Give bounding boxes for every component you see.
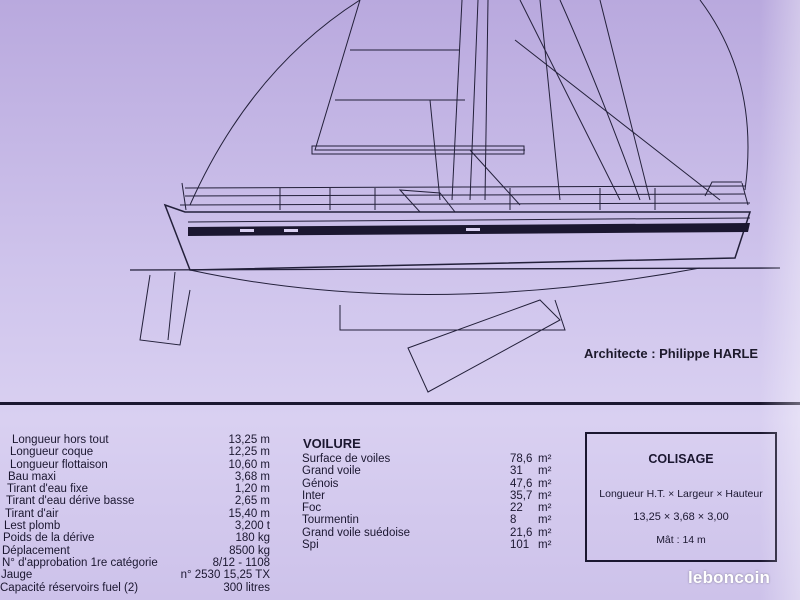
spec-value: 3,68 m [234,470,270,483]
spec-value: 8500 kg [229,544,270,557]
sail-value: 101 [510,539,530,552]
architect-caption: Architecte : Philippe HARLE [584,346,759,361]
sail-unit: m² [538,453,552,465]
sail-unit: m² [538,539,552,552]
spec-label: N° d'approbation 1re catégorie [2,556,158,569]
sail-row: Grand voile 31 m² [302,465,557,477]
sail-row: Spi 101 m² [302,539,557,551]
sail-label: Génois [302,477,339,490]
spec-label: Tirant d'eau dérive basse [6,495,135,508]
page-shadow [760,0,800,600]
sail-label: Surface de voiles [302,453,391,465]
spec-row: Jauge n° 2530 15,25 TX [0,569,270,581]
spec-row: Longueur hors tout 13,25 m [0,434,270,446]
spec-value: 300 litres [223,581,270,594]
sail-value: 31 [510,465,523,478]
sail-row: Grand voile suédoise 21,6 m² [302,527,557,539]
sail-unit: m² [538,477,552,490]
sail-label: Tourmentin [302,514,359,527]
sail-label: Grand voile suédoise [302,526,411,539]
spec-value: 13,25 m [228,434,270,446]
spec-value: 8/12 - 1108 [212,556,270,569]
spec-label: Longueur coque [10,446,94,459]
colisage-title: COLISAGE [648,452,714,466]
spec-row: Poids de la dérive 180 kg [0,532,270,544]
sail-label: Inter [302,489,326,502]
sail-row: Surface de voiles 78,6 m² [302,453,557,465]
sail-row: Inter 35,7 m² [302,490,557,502]
spec-label: Tirant d'air [5,507,59,520]
colisage-dims-value: 13,25 × 3,68 × 3,00 [633,511,729,523]
spec-row: Déplacement 8500 kg [0,545,270,557]
sail-value: 8 [510,514,517,527]
sail-value: 22 [510,502,523,515]
sail-unit: m² [538,465,552,478]
sail-unit: m² [538,489,552,502]
spec-value: 180 kg [235,532,270,545]
spec-row: Longueur coque 12,25 m [0,446,270,458]
spec-value: 10,60 m [228,458,270,471]
sail-value: 47,6 [510,477,533,490]
colisage-dims-label: Longueur H.T. × Largeur × Hauteur [599,488,763,500]
spec-row: N° d'approbation 1re catégorie 8/12 - 110… [0,557,270,569]
section-divider [0,402,800,405]
spec-label: Capacité réservoirs fuel (2) [0,581,139,594]
sail-label: Foc [302,502,322,515]
spec-label: Longueur hors tout [12,434,109,446]
leboncoin-watermark: leboncoin [688,568,771,587]
sail-label: Spi [302,539,319,552]
sail-label: Grand voile [302,465,361,478]
voilure-heading: VOILURE [303,436,361,451]
spec-label: Lest plomb [4,520,61,533]
sail-value: 78,6 [510,453,533,465]
spec-label: Longueur flottaison [10,458,108,471]
spec-value: n° 2530 15,25 TX [180,569,270,582]
sail-value: 21,6 [510,526,533,539]
sail-value: 35,7 [510,489,533,502]
spec-row: Tirant d'air 15,40 m [0,508,270,520]
sail-row: Foc 22 m² [302,502,557,514]
spec-row: Bau maxi 3,68 m [0,471,270,483]
spec-row: Longueur flottaison 10,60 m [0,459,270,471]
colisage-mast: Mât : 14 m [656,534,706,546]
spec-row: Tirant d'eau dérive basse 2,65 m [0,495,270,507]
spec-value: 3,200 t [234,520,270,533]
spec-label: Déplacement [2,544,70,557]
spec-row: Capacité réservoirs fuel (2) 300 litres [0,582,270,594]
spec-value: 1,20 m [234,483,270,496]
sail-unit: m² [538,502,552,515]
sail-row: Tourmentin 8 m² [302,514,557,526]
spec-value: 15,40 m [228,507,270,520]
colisage-box: COLISAGE Longueur H.T. × Largeur × Haute… [585,432,777,562]
spec-label: Jauge [1,569,33,582]
spec-label: Poids de la dérive [3,532,95,545]
spec-label: Tirant d'eau fixe [7,483,89,496]
sail-unit: m² [538,514,552,527]
spec-value: 2,65 m [234,495,270,508]
spec-row: Lest plomb 3,200 t [0,520,270,532]
spec-value: 12,25 m [228,446,270,459]
specifications-list: Longueur hors tout 13,25 m Longueur coque… [0,434,270,594]
boat-plan-drawing [129,0,781,393]
spec-row: Tirant d'eau fixe 1,20 m [0,483,270,495]
sail-unit: m² [538,526,552,539]
sail-row: Génois 47,6 m² [302,478,557,490]
spec-label: Bau maxi [8,470,56,483]
